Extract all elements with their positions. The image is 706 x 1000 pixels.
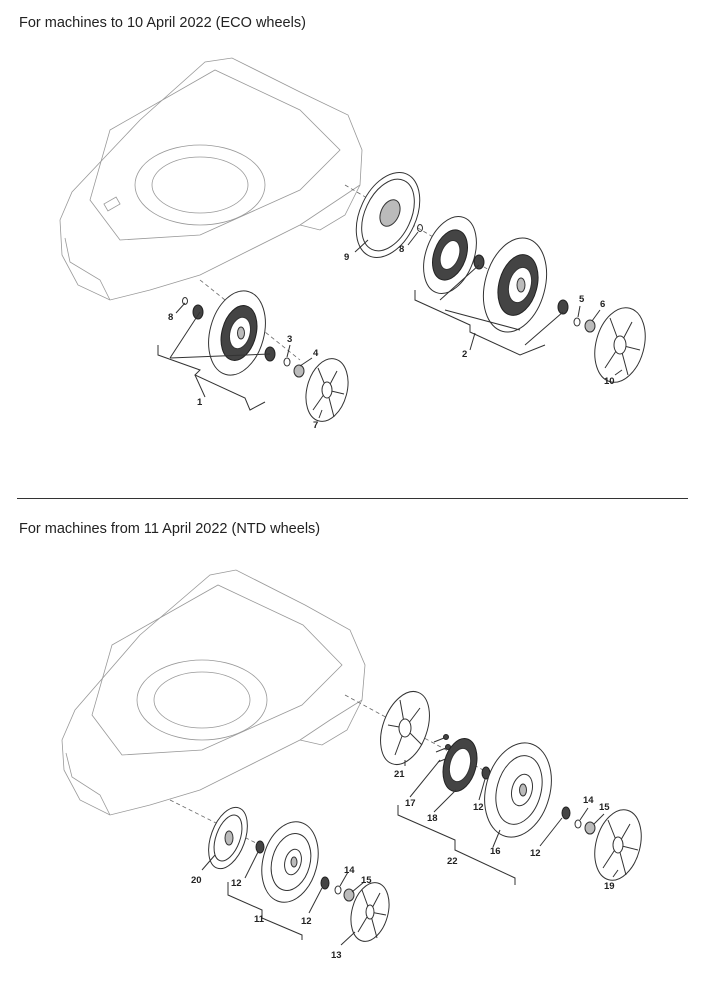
ring-gear-housing: [423, 216, 477, 294]
callout-3: 3: [287, 334, 292, 345]
callout-19: 19: [604, 881, 615, 892]
nut-4: [293, 364, 305, 378]
callout-14-upper: 14: [583, 795, 594, 806]
callout-22: 22: [447, 856, 458, 867]
callout-2: 2: [462, 349, 467, 360]
front-wheel: [261, 821, 319, 903]
bracket-2: [414, 290, 546, 356]
callout-21: 21: [394, 769, 405, 780]
nut-lower: [343, 888, 355, 902]
gear-plate: [355, 172, 421, 258]
bearing-lower-inner: [255, 840, 265, 854]
hub-cap-front: [305, 358, 349, 422]
ntd-wheels-exploded-diagram: 11 12 12 12 12 13 14 14 15 15 16 17 18 1…: [61, 569, 642, 961]
small-washer-lower: [182, 297, 188, 305]
callout-12-d: 12: [530, 848, 541, 859]
eco-wheels-exploded-diagram: 1 2 3 4 5 6 7 8 8 9 10: [59, 57, 646, 431]
callout-8-lower: 8: [168, 312, 173, 323]
callout-14-lower: 14: [344, 865, 355, 876]
mower-deck-outline: [59, 57, 363, 301]
callout-7: 7: [313, 420, 318, 431]
callout-6: 6: [600, 299, 605, 310]
callout-17: 17: [405, 798, 416, 809]
mower-deck-outline: [61, 569, 366, 816]
front-drive-plate: [208, 806, 248, 870]
callout-20: 20: [191, 875, 202, 886]
section-divider: [17, 498, 688, 499]
bearing-upper-outer: [561, 806, 571, 820]
leader-lines: [201, 759, 619, 946]
washer-upper: [574, 819, 582, 829]
rear-wheel: [484, 742, 552, 838]
section-2-heading: For machines from 11 April 2022 (NTD whe…: [19, 521, 321, 537]
bearing-lower-outer: [320, 876, 330, 890]
front-wheel: [208, 290, 266, 376]
callout-15-lower: 15: [361, 875, 372, 886]
callout-1: 1: [197, 397, 203, 408]
leader-lines: [169, 231, 623, 419]
drive-plate: [380, 691, 430, 765]
callout-15-upper: 15: [599, 802, 610, 813]
callout-9: 9: [344, 252, 349, 263]
callout-12-a: 12: [231, 878, 242, 889]
callout-12-c: 12: [473, 802, 484, 813]
small-washer-upper: [417, 224, 423, 232]
axle-line-lower: [169, 799, 261, 846]
callout-8-upper: 8: [399, 244, 404, 255]
callout-12-b: 12: [301, 916, 312, 927]
callout-13: 13: [331, 950, 342, 961]
bracket-11: [227, 882, 303, 940]
callout-11: 11: [254, 914, 265, 925]
callout-16: 16: [490, 846, 501, 857]
callout-4: 4: [313, 348, 319, 359]
nut-6: [584, 319, 596, 333]
bearing-upper-outer: [557, 299, 569, 315]
axle-line-upper: [344, 694, 521, 791]
bracket-22: [397, 805, 516, 885]
rear-wheel: [482, 237, 548, 333]
ring-gear: [442, 738, 478, 792]
washer-3: [283, 357, 291, 367]
bearing-upper-inner: [473, 254, 485, 270]
washer-5: [573, 317, 581, 327]
bearing-lower-inner: [192, 304, 204, 320]
hub-cap-rear: [594, 307, 646, 383]
section-1-heading: For machines to 10 April 2022 (ECO wheel…: [19, 15, 306, 31]
callout-5: 5: [579, 294, 585, 305]
nut-upper: [584, 821, 596, 835]
callout-10: 10: [604, 376, 615, 387]
callout-18: 18: [427, 813, 438, 824]
hub-cap-rear: [594, 809, 642, 881]
washer-lower: [334, 885, 342, 895]
hub-cap-front: [350, 882, 390, 942]
